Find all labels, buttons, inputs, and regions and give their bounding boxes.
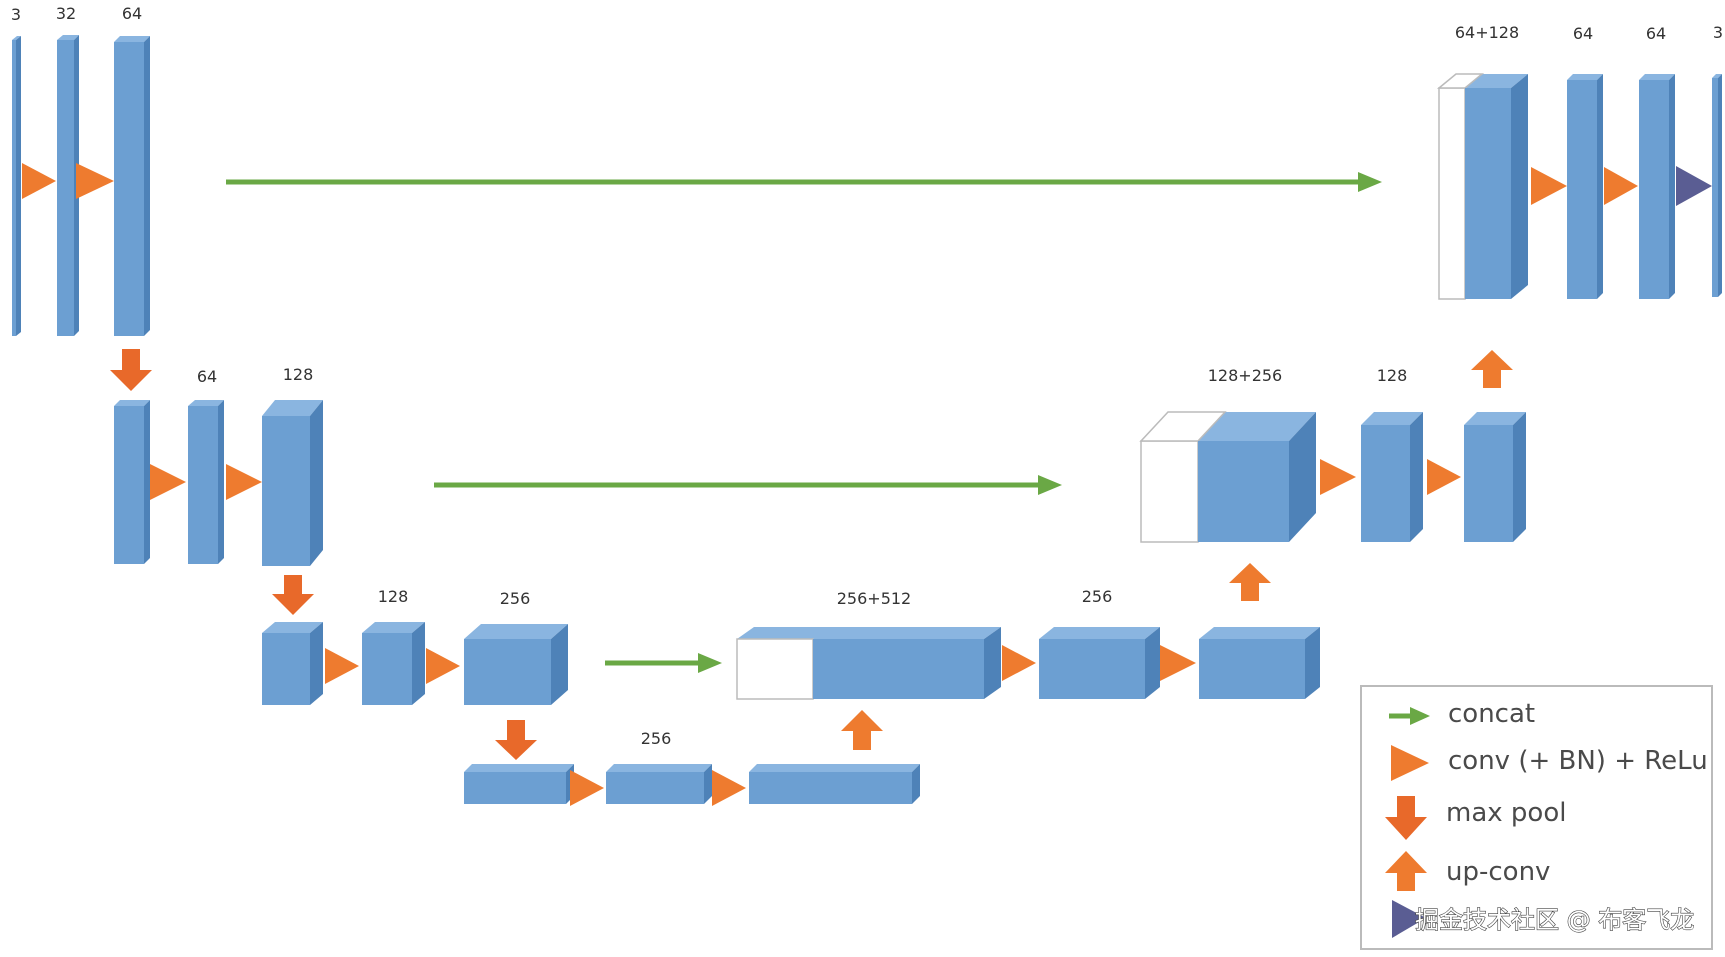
skip-connection-l1: [226, 172, 1382, 192]
level4-bottleneck: 256: [464, 729, 920, 806]
block-l1-conv2: [114, 36, 150, 336]
block-l1-input: [12, 36, 21, 336]
conv-arrow-l3u-1: [1002, 645, 1036, 681]
conv-arrow-l2u-1: [1320, 459, 1356, 495]
legend-upconv-label: up-conv: [1446, 857, 1550, 887]
block-l3-up-conv2: [1199, 627, 1320, 699]
label-l2-conv2: 128: [283, 365, 314, 384]
label-l3-conv2: 256: [500, 589, 531, 608]
label-l2-conv1: 64: [197, 367, 217, 386]
legend: concat conv (+ BN) + ReLu max pool up-co…: [1360, 685, 1713, 950]
block-l3-pool: [262, 622, 323, 705]
block-l4-pool: [464, 764, 574, 804]
label-l3-up-concat: 256+512: [837, 589, 911, 608]
legend-upconv-icon: [1385, 851, 1427, 891]
skip-connection-l2: [434, 475, 1062, 495]
block-l1-up-conv1: [1567, 74, 1603, 299]
conv-arrow-l4-1: [570, 770, 604, 806]
block-l4-conv1: [606, 764, 712, 804]
block-l3-up-conv1: [1039, 627, 1160, 699]
conv-arrow-l1-1: [22, 163, 56, 199]
legend-concat-label: concat: [1448, 699, 1535, 729]
block-l3-conv1: [362, 622, 425, 705]
block-l3-up-concat: [736, 627, 1001, 700]
conv-arrow-l2-1: [150, 464, 186, 500]
label-l1-input: 3: [11, 5, 21, 24]
legend-concat-icon: [1389, 707, 1430, 725]
legend-conv-icon: [1391, 745, 1429, 781]
block-l2-conv2: [262, 400, 323, 566]
watermark-text: 掘金技术社区 @ 布客飞龙: [1415, 906, 1694, 934]
upconv-arrow-l2: [1471, 350, 1513, 388]
level3-encoder: 128 256: [262, 587, 568, 705]
conv-arrow-l4-2: [712, 770, 746, 806]
label-l3-conv1: 128: [378, 587, 409, 606]
conv-arrow-l2u-2: [1427, 459, 1461, 495]
conv-arrow-l3-2: [426, 648, 460, 684]
label-l1-up-conv1: 64: [1573, 24, 1593, 43]
conv-arrow-l1u-1: [1531, 167, 1567, 205]
legend-maxpool-icon: [1385, 796, 1427, 840]
block-l1-up-conv2: [1639, 74, 1675, 299]
label-l1-up-concat: 64+128: [1455, 23, 1519, 42]
label-l2-up-conv: 128: [1377, 366, 1408, 385]
block-l3-conv2: [464, 624, 568, 705]
level1-decoder: 64+128 64 64 3: [1436, 23, 1723, 300]
label-l3-up-conv: 256: [1082, 587, 1113, 606]
block-l2-up-concat: [1139, 411, 1316, 543]
conv-arrow-l2-2: [226, 464, 262, 500]
block-l1-up-concat: [1436, 73, 1528, 300]
block-l2-up-conv2: [1464, 412, 1526, 542]
label-l1-up-conv2: 64: [1646, 24, 1666, 43]
maxpool-arrow-l2: [272, 575, 314, 615]
final-conv-icon: [1392, 900, 1426, 938]
block-l2-pool: [114, 400, 150, 564]
label-l2-up-concat: 128+256: [1208, 366, 1282, 385]
level1-encoder: 3 32 64: [11, 4, 150, 336]
legend-maxpool-label: max pool: [1446, 798, 1566, 828]
final-conv-arrow: [1676, 166, 1712, 206]
maxpool-arrow-l3: [495, 720, 537, 760]
label-l1-output: 3: [1713, 23, 1723, 42]
skip-connection-l3: [605, 653, 722, 673]
block-l2-up-conv1: [1361, 412, 1423, 542]
level2-decoder: 128+256 128: [1139, 366, 1526, 543]
level2-encoder: 64 128: [114, 365, 323, 566]
upconv-arrow-l4: [841, 710, 883, 750]
maxpool-arrow-l1: [110, 349, 152, 391]
label-l1-conv2: 64: [122, 4, 142, 23]
conv-arrow-l1-2: [76, 163, 114, 199]
label-l4-conv1: 256: [641, 729, 672, 748]
label-l1-conv1: 32: [56, 4, 76, 23]
conv-arrow-l3-1: [325, 648, 359, 684]
block-l4-conv2: [749, 764, 920, 804]
block-l2-conv1: [188, 400, 224, 564]
upconv-arrow-l3: [1229, 563, 1271, 601]
conv-arrow-l1u-2: [1604, 167, 1638, 205]
level3-decoder: 256+512 256: [736, 587, 1320, 700]
block-l1-output: [1712, 74, 1722, 297]
conv-arrow-l3u-2: [1160, 645, 1196, 681]
legend-conv-label: conv (+ BN) + ReLu: [1448, 746, 1708, 776]
block-l1-conv1: [57, 35, 79, 336]
